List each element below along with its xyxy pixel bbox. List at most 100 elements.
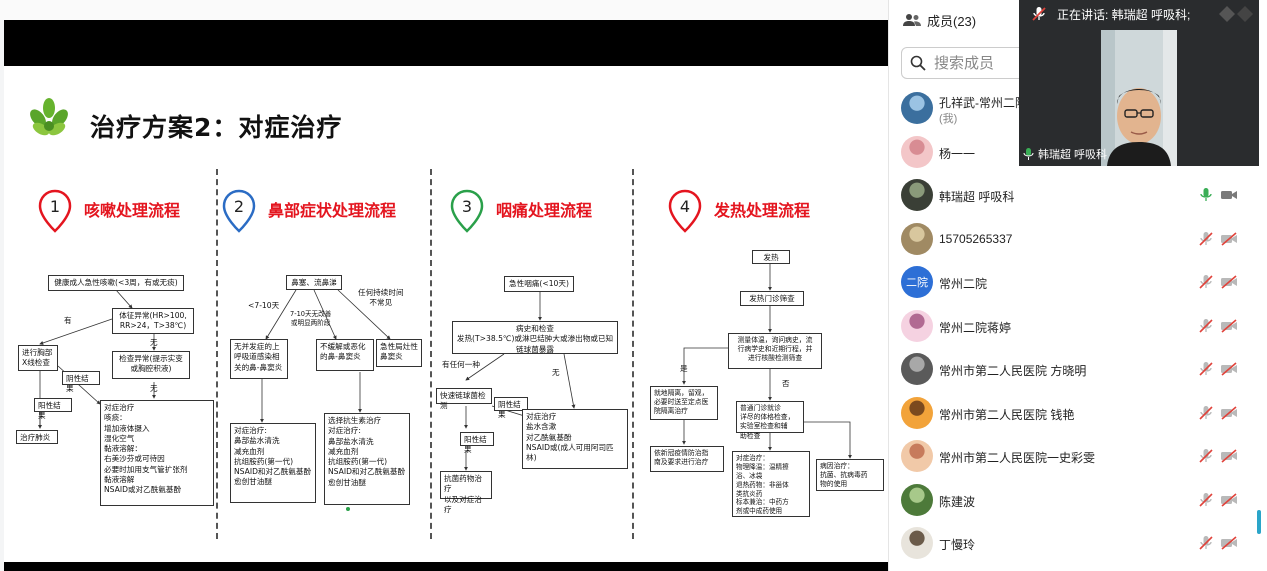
cough-box-symptomatic: 对症治疗 咳痰： 增加液体摄入 湿化空气 黏液溶解： 右美沙芬或可待因 必要时加… <box>100 400 214 506</box>
cough-box-xray: 进行胸部 X线检查 <box>18 345 58 371</box>
fever-box-etiology: 病因治疗： 抗菌、抗病毒药 物的使用 <box>816 459 884 491</box>
throat-box-rapid-test: 快速链球菌检测 <box>436 388 492 410</box>
member-row[interactable]: 孔祥武-常州二院 (我) <box>889 86 1259 130</box>
pin-number-icon: 1 <box>38 189 72 233</box>
avatar <box>901 440 933 472</box>
nose-box-antibiotic: 选择抗生素治疗 对症治疗: 鼻部盐水清洗 减充血剂 抗组胺药(第一代) NSAI… <box>324 413 410 505</box>
camera-off-icon[interactable] <box>1220 231 1238 246</box>
section-title: 鼻部症状处理流程 <box>268 201 397 220</box>
pin-number-icon: 2 <box>222 189 256 233</box>
slide: 治疗方案2：对症治疗 1 咳嗽处理流程 2 鼻部症状处理流程 <box>4 66 888 562</box>
member-name: 丁慢玲 <box>939 538 976 552</box>
cough-label-no-2: 无 <box>150 384 158 393</box>
mic-muted-icon[interactable] <box>1198 361 1214 377</box>
throat-box-negative: 阴性结果 <box>494 397 528 419</box>
member-name: 常州市第二人民医院 方晓明 <box>939 364 1087 378</box>
camera-off-icon[interactable] <box>1220 362 1238 376</box>
section-number: 1 <box>50 197 60 216</box>
cough-box-negative: 阴性结果 <box>62 371 100 393</box>
cough-box-vital-signs: 体征异常(HR>100, RR>24，T>38℃) <box>112 308 194 334</box>
mic-muted-icon[interactable] <box>1198 405 1214 421</box>
fever-label-yes: 是 <box>680 364 688 373</box>
member-row[interactable]: 杨一一 <box>889 130 1259 174</box>
avatar <box>901 222 933 255</box>
camera-off-icon[interactable] <box>1220 536 1238 550</box>
camera-off-icon[interactable] <box>1220 492 1238 507</box>
throat-box-history: 病史和检查 发热(T>38.5℃)或淋巴结肿大或渗出物或已知链球菌暴露 <box>452 321 618 354</box>
leaf-logo-icon <box>30 98 68 136</box>
nose-box-congestion: 鼻塞、流鼻涕 <box>286 275 342 290</box>
camera-on-icon[interactable] <box>1220 188 1238 202</box>
member-count: 成员(23) <box>927 13 977 29</box>
member-name: 常州市第二人民医院一史彩雯 <box>939 451 1096 465</box>
avatar <box>901 179 933 211</box>
mic-muted-icon <box>1032 7 1046 21</box>
mic-muted-icon[interactable] <box>1198 492 1214 508</box>
member-row[interactable]: 常州市第二人民医院 钱艳 <box>889 391 1259 435</box>
mic-muted-icon[interactable] <box>1198 318 1214 334</box>
member-row[interactable]: 韩瑞超 呼吸科 <box>889 173 1259 217</box>
section-title: 咽痛处理流程 <box>496 201 593 220</box>
signal-icon <box>1219 6 1253 22</box>
section-title: 咳嗽处理流程 <box>84 201 181 220</box>
camera-off-icon[interactable] <box>1220 449 1238 463</box>
member-row[interactable]: 丁慢玲 <box>889 521 1259 565</box>
speaker-name: 韩瑞超 呼吸科 <box>1038 149 1108 161</box>
fever-label-no: 否 <box>782 379 790 388</box>
avatar-text: 二院 <box>906 277 928 289</box>
member-name: 韩瑞超 呼吸科 <box>939 190 1015 204</box>
nose-label-any: 任何持续时间 不常见 <box>358 288 404 307</box>
avatar <box>901 396 933 429</box>
throat-box-sore: 急性咽痛(<10天) <box>504 276 574 292</box>
members-icon <box>903 14 921 26</box>
member-name: 孔祥武-常州二院 <box>939 96 1027 110</box>
fever-box-guideline: 依新冠疫情防治指 南及要求进行治疗 <box>650 446 724 472</box>
member-row[interactable]: 15705265337 <box>889 217 1259 261</box>
slide-bottom-black-bar <box>4 562 888 571</box>
mic-muted-icon[interactable] <box>1198 535 1214 551</box>
avatar <box>901 92 933 124</box>
member-header[interactable]: 成员(23) <box>903 10 976 30</box>
member-row[interactable]: 常州二院蒋婷 <box>889 304 1259 348</box>
member-row[interactable]: 常州市第二人民医院一史彩雯 <box>889 434 1259 478</box>
member-row[interactable]: 二院常州二院 <box>889 260 1259 304</box>
member-name: 陈建波 <box>939 494 976 509</box>
nose-box-worsening: 不缓解或恶化 的鼻-鼻窦炎 <box>316 339 374 371</box>
member-row[interactable]: 陈建波 <box>889 478 1259 522</box>
camera-off-icon[interactable] <box>1220 318 1238 333</box>
mic-on-icon[interactable] <box>1198 187 1214 203</box>
slide-title: 治疗方案2：对症治疗 <box>90 113 343 142</box>
cough-box-pneumonia: 治疗肺炎 <box>16 430 58 444</box>
speaking-banner: 正在讲话: 韩瑞超 呼吸科; <box>1019 0 1259 28</box>
slide-top-black-bar <box>4 20 888 66</box>
avatar <box>901 527 933 559</box>
cough-label-no: 无 <box>150 338 158 347</box>
section-number: 4 <box>680 197 690 216</box>
search-icon <box>910 55 926 71</box>
mic-muted-icon[interactable] <box>1198 448 1214 464</box>
mic-muted-icon[interactable] <box>1198 274 1214 290</box>
section-divider <box>632 169 634 539</box>
avatar <box>901 483 933 516</box>
throat-box-positive: 阳性结果 <box>460 432 494 454</box>
fever-box-measure: 测量体温，询问病史，流 行病学史和近期行程，并 进行核酸检测筛查 <box>728 333 822 369</box>
section-divider <box>216 169 218 539</box>
speaker-video[interactable]: 韩瑞超 呼吸科 <box>1019 28 1259 166</box>
pin-number-icon: 4 <box>668 189 702 233</box>
member-self-tag: (我) <box>939 113 958 125</box>
member-name: 杨一一 <box>939 146 976 161</box>
member-row[interactable]: 常州市第二人民医院 方晓明 <box>889 347 1259 391</box>
throat-box-antibiotic: 抗菌药物治疗 以及对症治疗 <box>440 471 492 514</box>
cough-box-acute: 健康成人急性咳嗽(<3周，有或无痰) <box>48 275 184 291</box>
fever-box-symptomatic: 对症治疗： 物理降温：温精擦 浴、冰袋 退热药物：非甾体 类抗炎药 标本兼治：中… <box>732 451 810 517</box>
cough-label-yes: 有 <box>64 316 72 325</box>
section-title: 发热处理流程 <box>714 201 811 220</box>
camera-off-icon[interactable] <box>1220 405 1238 420</box>
cough-box-abnormal: 检查异常(提示实变 或胸腔积液) <box>112 351 190 379</box>
mic-muted-icon[interactable] <box>1198 231 1214 247</box>
member-name: 常州市第二人民医院 钱艳 <box>939 407 1075 422</box>
camera-off-icon[interactable] <box>1220 275 1238 289</box>
section-number: 3 <box>462 197 472 216</box>
member-list-scrollbar[interactable] <box>1257 510 1261 534</box>
section-number: 2 <box>234 197 244 216</box>
